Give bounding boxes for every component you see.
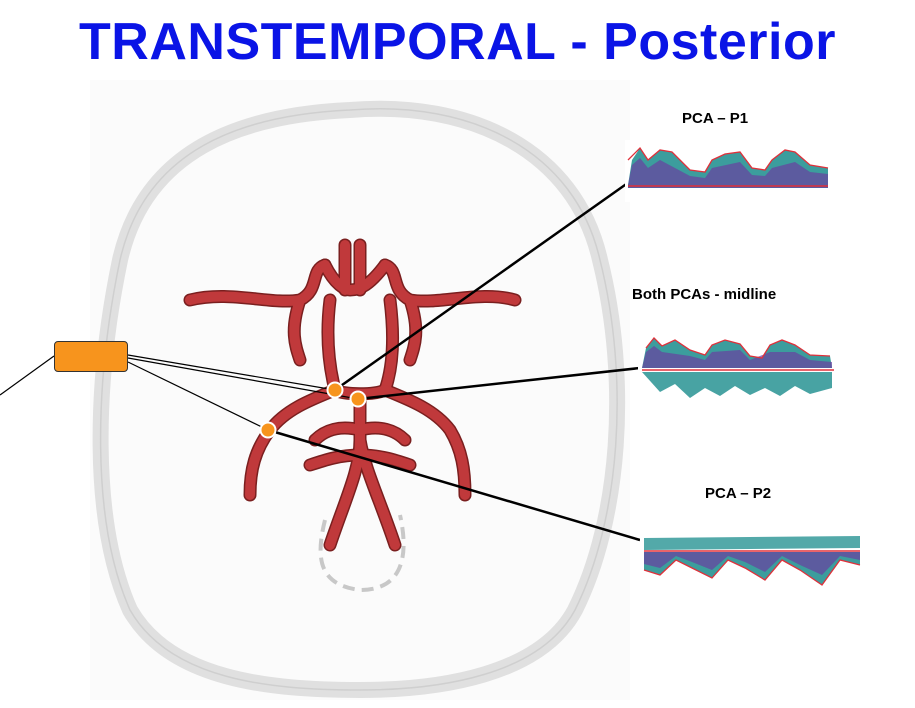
sample-point-icon (326, 381, 344, 399)
sample-point-icon (349, 390, 367, 408)
sample-markers (259, 381, 367, 439)
transducer-icon (54, 341, 128, 372)
label-pca-p2: PCA – P2 (705, 485, 772, 502)
circle-of-willis (183, 238, 522, 552)
label-pca-p1: PCA – P1 (682, 110, 749, 127)
waveform-p2 (640, 512, 862, 590)
brainstem-dashed-outline (318, 514, 406, 593)
sample-point-icon (259, 421, 277, 439)
waveform-p1 (625, 140, 830, 202)
page-title: TRANSTEMPORAL - Posterior (79, 13, 836, 71)
connector-lines (0, 178, 641, 542)
label-both-pcas-midline: Both PCAs - midline (632, 286, 777, 303)
waveform-midline (638, 330, 838, 410)
